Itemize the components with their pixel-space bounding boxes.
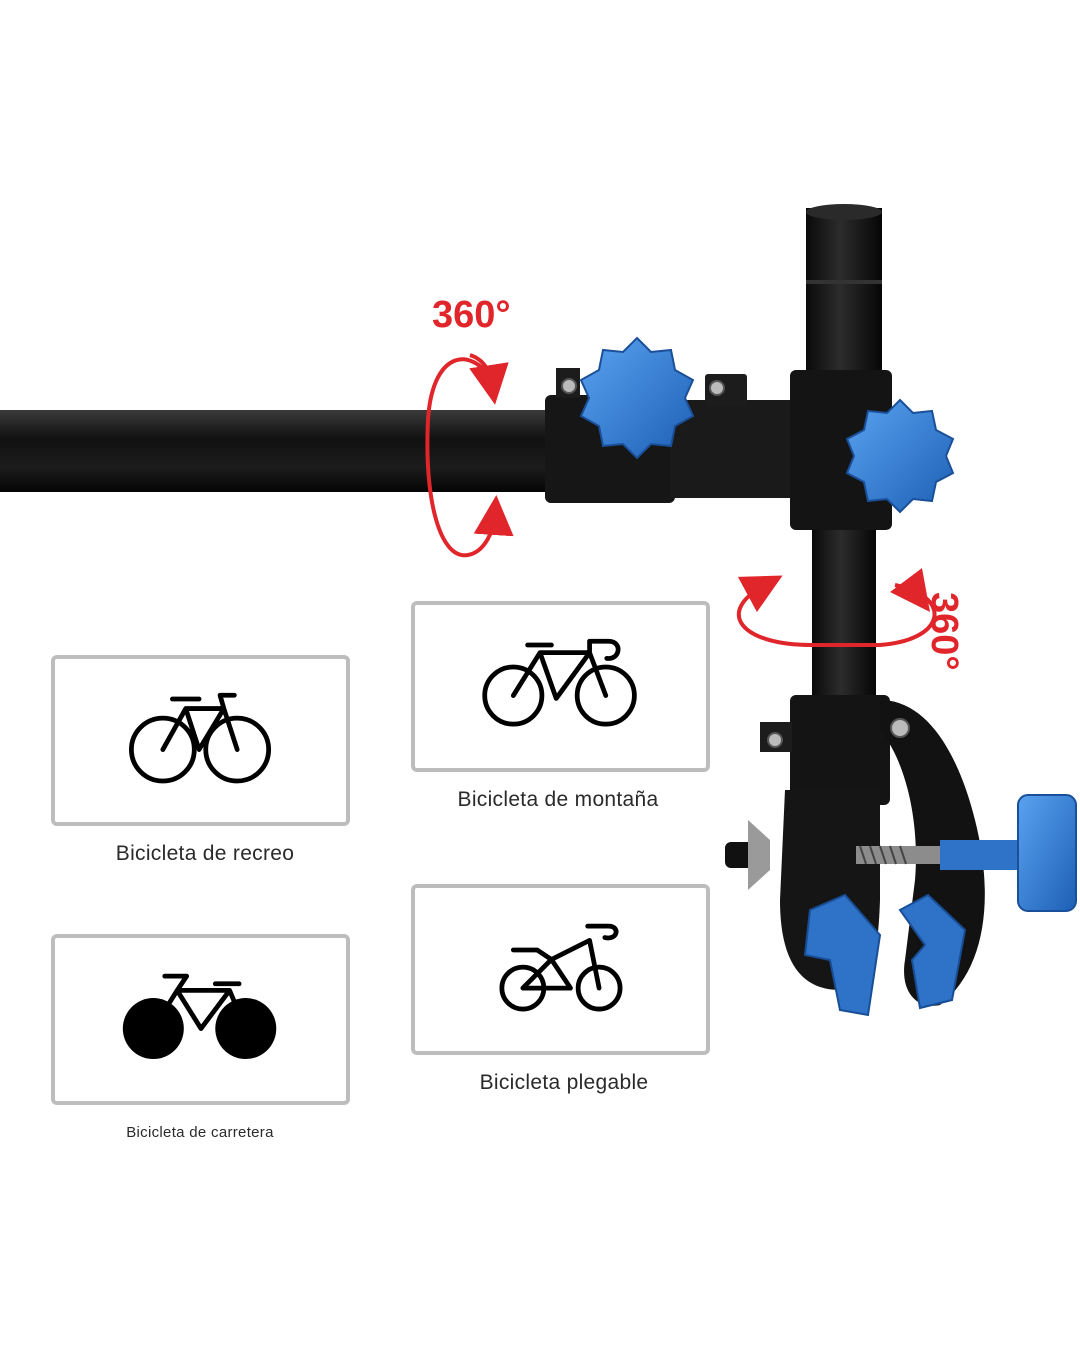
vertical-rotation-label: 360° [923, 592, 965, 671]
city-bike-icon [129, 692, 272, 784]
horizontal-rotation-arrow-icon [425, 353, 514, 558]
bike-type-label: Bicicleta plegable [479, 1071, 649, 1094]
bike-type-card-recreation [51, 655, 350, 826]
bike-type-card-road [51, 934, 350, 1105]
bike-type-label: Bicicleta de carretera [126, 1124, 274, 1141]
road-bike-icon [482, 638, 637, 727]
vertical-post-tube [806, 204, 882, 720]
knob-icon [845, 398, 955, 514]
horizontal-arm-tube [0, 410, 560, 492]
bike-clamp [725, 695, 1077, 1017]
horizontal-rotation-label: 360° [432, 294, 511, 336]
folding-bike-icon [499, 923, 623, 1012]
bike-type-card-mountain [411, 601, 710, 772]
cruiser-bike-icon [122, 973, 277, 1060]
bike-type-label: Bicicleta de recreo [115, 842, 295, 865]
bike-type-card-folding [411, 884, 710, 1055]
knob-icon [579, 336, 695, 460]
bike-type-label: Bicicleta de montaña [457, 788, 659, 811]
vertical-rotation-arrow-icon [736, 567, 937, 647]
